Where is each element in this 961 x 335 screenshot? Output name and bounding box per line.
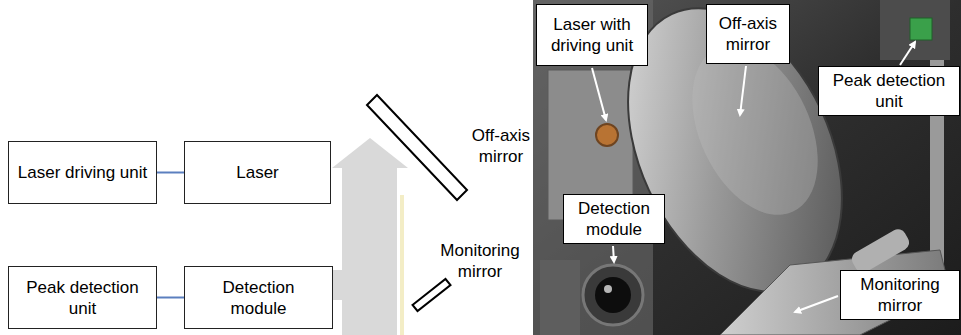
process-box: Detection module bbox=[184, 266, 333, 329]
callout-box: Laser with driving unit bbox=[536, 4, 648, 66]
off-axis-mirror bbox=[367, 95, 467, 200]
text-stack: Laser with driving unit bbox=[541, 14, 643, 56]
text-stack: Detection module bbox=[568, 198, 660, 240]
text-stack: Off-axis mirror bbox=[711, 13, 785, 55]
box-label: Peak detection unit bbox=[823, 70, 955, 112]
part-label: Off-axis mirror bbox=[464, 125, 538, 167]
text-stack: Laser driving unit bbox=[18, 162, 147, 183]
photo bbox=[533, 0, 961, 335]
box-label: Detection module bbox=[568, 198, 660, 240]
box-label: Monitoring mirror bbox=[845, 274, 955, 316]
box-label: Laser bbox=[236, 162, 279, 183]
callout-box: Peak detection unit bbox=[818, 66, 960, 116]
text-stack: Peak detection unit bbox=[17, 277, 148, 319]
callout-box: Monitoring mirror bbox=[840, 270, 960, 320]
text-stack: Detection module bbox=[193, 277, 324, 319]
callout-box: Off-axis mirror bbox=[706, 4, 790, 64]
monitoring-mirror bbox=[413, 279, 451, 311]
text-stack: Monitoring mirror bbox=[845, 274, 955, 316]
box-label: Peak detection unit bbox=[17, 277, 148, 319]
box-label: Laser with driving unit bbox=[541, 14, 643, 56]
connector-line bbox=[157, 172, 184, 174]
light-beam bbox=[331, 138, 408, 335]
box-label: Laser driving unit bbox=[18, 162, 147, 183]
callout-box: Detection module bbox=[563, 194, 665, 244]
box-label: Detection module bbox=[193, 277, 324, 319]
process-box: Peak detection unit bbox=[8, 266, 157, 329]
process-box: Laser bbox=[184, 141, 331, 204]
process-box: Laser driving unit bbox=[8, 141, 157, 204]
text-stack: Peak detection unit bbox=[823, 70, 955, 112]
box-label: Off-axis mirror bbox=[711, 13, 785, 55]
part-label: Monitoring mirror bbox=[434, 240, 526, 282]
connector-line bbox=[157, 297, 184, 299]
text-stack: Laser bbox=[236, 162, 279, 183]
